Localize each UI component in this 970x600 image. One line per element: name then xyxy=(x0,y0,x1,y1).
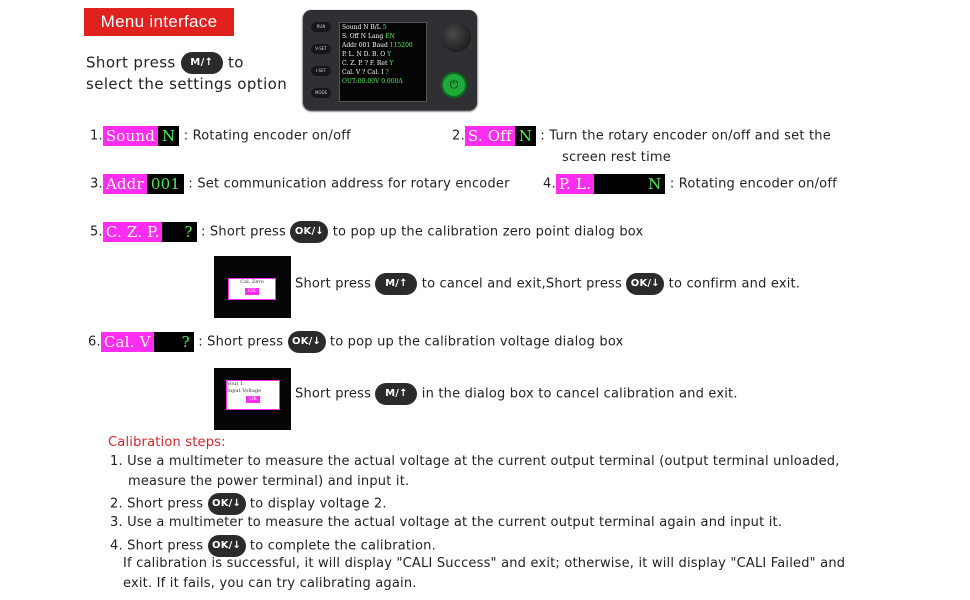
step-1-cont: measure the power terminal) and input it… xyxy=(128,474,410,489)
screen-row: S. Off N Lang EN xyxy=(342,33,395,40)
lcd-label: Cal. V? xyxy=(100,332,194,352)
step-3: 3. Use a multimeter to measure the actua… xyxy=(110,515,783,530)
lcd-label: C. Z. P.? xyxy=(102,222,197,242)
m-button-icon: M/↑ xyxy=(375,273,418,295)
ok-button-icon: OK/↓ xyxy=(207,493,246,515)
ok-button-icon: OK/↓ xyxy=(626,273,665,295)
calv-note: Short press M/↑ in the dialog box to can… xyxy=(295,383,738,405)
screen-row: Addr 001 Baud 115200 xyxy=(342,42,413,49)
menu-item-calv: 6.Cal. V? : Short press OK/↓ to pop up t… xyxy=(88,331,624,353)
intro-line1: Short press xyxy=(86,53,176,72)
calv-dialog-thumbnail: Vout 1: Input Voltage OK xyxy=(214,368,291,430)
device-side-buttons: RUN V-SET I-SET MODE xyxy=(311,22,337,110)
screen-row: C. Z. P. ? F. Ret Y xyxy=(342,60,394,67)
ok-button-icon: OK/↓ xyxy=(207,535,246,557)
intro-line2: to xyxy=(227,53,244,72)
czp-note: Short press M/↑ to cancel and exit,Short… xyxy=(295,273,800,295)
cal-zero-dialog: Cal. Zero OK xyxy=(228,278,276,300)
step-result: If calibration is successful, it will di… xyxy=(123,556,846,571)
device-button: I-SET xyxy=(311,66,331,76)
menu-item-screen-off-desc2: screen rest time xyxy=(562,150,671,165)
page-title: Menu interface xyxy=(84,8,234,36)
device-screen: Sound N B/L 5 S. Off N Lang EN Addr 001 … xyxy=(339,22,427,102)
lcd-label: P. L.N xyxy=(555,174,666,194)
power-icon: ⏻ xyxy=(441,72,467,98)
calibration-steps-heading: Calibration steps: xyxy=(108,435,226,450)
m-button-icon: M/↑ xyxy=(180,52,223,74)
screen-status: OUT:00.00V 0.000A xyxy=(342,78,403,85)
cal-voltage-dialog: Vout 1: Input Voltage OK xyxy=(226,380,280,410)
rotary-knob-icon xyxy=(441,22,471,52)
device-image: RUN V-SET I-SET MODE Sound N B/L 5 S. Of… xyxy=(303,10,477,110)
step-4: 4. Short press OK/↓ to complete the cali… xyxy=(110,535,436,557)
screen-row: P. L. N D. B. O Y xyxy=(342,51,392,58)
device-button: V-SET xyxy=(311,44,331,54)
intro-line3: select the settings option xyxy=(86,75,288,93)
ok-button-icon: OK/↓ xyxy=(287,331,326,353)
ok-button-icon: OK/↓ xyxy=(290,221,329,243)
menu-item-czp: 5.C. Z. P.? : Short press OK/↓ to pop up… xyxy=(90,221,644,243)
step-1: 1. Use a multimeter to measure the actua… xyxy=(110,454,840,469)
step-2: 2. Short press OK/↓ to display voltage 2… xyxy=(110,493,387,515)
intro-text: Short press M/↑ to select the settings o… xyxy=(86,52,287,94)
step-retry: exit. If it fails, you can try calibrati… xyxy=(123,576,417,591)
device-button: RUN xyxy=(311,22,331,32)
screen-row: Sound N B/L 5 xyxy=(342,24,387,31)
device-button: MODE xyxy=(311,88,331,98)
czp-dialog-thumbnail: Cal. Zero OK xyxy=(214,256,291,318)
m-button-icon: M/↑ xyxy=(375,383,418,405)
screen-row: Cal. V ? Cal. I ? xyxy=(342,69,389,76)
menu-item-pl: 4.P. L.N : Rotating encoder on/off xyxy=(543,174,837,194)
